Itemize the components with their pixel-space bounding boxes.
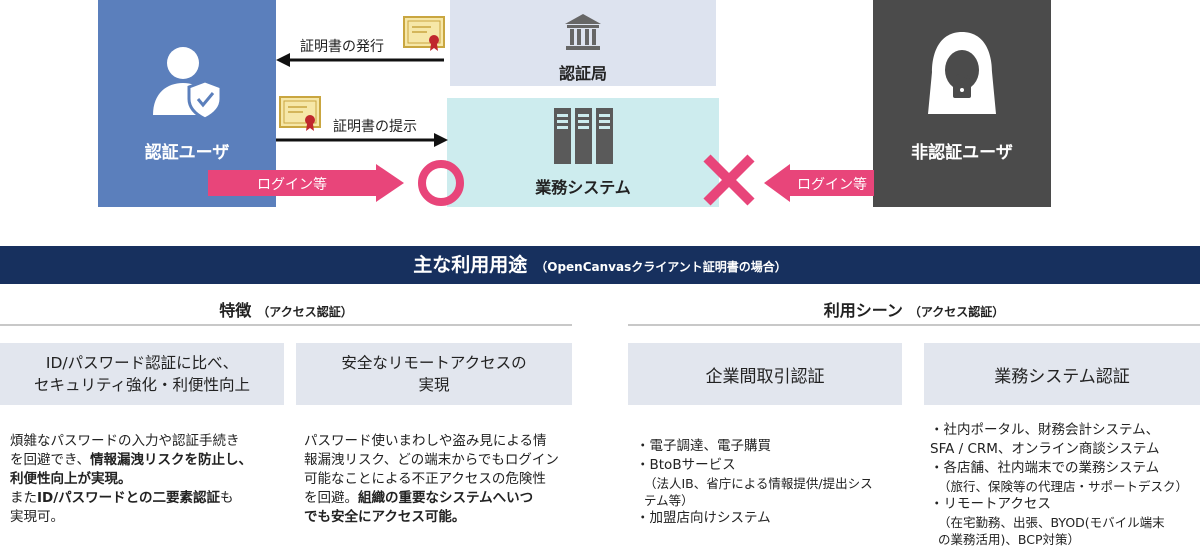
list-item: （旅行、保険等の代理店・サポートデスク）: [938, 479, 1189, 494]
issue-label: 証明書の発行: [300, 39, 384, 55]
desc-text: を回避でき、: [10, 452, 91, 468]
feature-2-line-1: 安全なリモートアクセスの: [341, 354, 527, 372]
list-item: ・加盟店向けシステム: [636, 510, 771, 526]
present-label: 証明書の提示: [333, 119, 417, 135]
certificate-icon: [403, 16, 445, 51]
feature-1-description: 煩雑なパスワードの入力や認証手続き を回避でき、情報漏洩リスクを防止し、 利便性…: [10, 432, 284, 527]
desc-line: 利便性向上が実現。: [10, 470, 284, 489]
scenes-title-text: 利用シーン: [823, 301, 903, 320]
certificate-icon: [279, 96, 321, 131]
scenes-subtitle: （アクセス認証）: [908, 305, 1005, 319]
feature-box-2: 安全なリモートアクセスの実現: [296, 343, 572, 405]
desc-text: を回避。: [304, 490, 358, 506]
hacker-icon: [928, 32, 996, 114]
desc-text: また: [10, 490, 37, 506]
allowed-circle-icon: [418, 160, 464, 206]
feature-box-1: ID/パスワード認証に比べ、セキュリティ強化・利便性向上: [0, 343, 284, 405]
banner-title: 主な利用用途: [413, 254, 528, 276]
desc-line: 煩雑なパスワードの入力や認証手続き: [10, 433, 240, 449]
desc-line: 実現可。: [10, 509, 64, 525]
building-icon: [565, 14, 601, 50]
usage-banner: 主な利用用途 （OpenCanvasクライアント証明書の場合）: [0, 246, 1200, 284]
desc-line: を回避。組織の重要なシステムへいつ: [304, 489, 572, 508]
feature-1-line-2: セキュリティ強化・利便性向上: [33, 376, 251, 394]
desc-line: でも安全にアクセス可能。: [304, 508, 572, 527]
list-item: ・社内ポータル、財務会計システム、: [930, 422, 1160, 438]
desc-line: を回避でき、情報漏洩リスクを防止し、: [10, 451, 284, 470]
login-right-label: ログイン等: [797, 177, 867, 193]
list-item: テム等）: [644, 493, 694, 508]
features-title-text: 特徴: [219, 301, 252, 320]
list-item: ・BtoBサービス: [636, 457, 736, 473]
server-icon: [554, 108, 613, 164]
ca-label: 認証局: [558, 64, 607, 83]
list-item: SFA / CRM、オンライン商談システム: [930, 441, 1160, 457]
business-system-label: 業務システム: [535, 178, 631, 197]
scenes-divider: [628, 324, 1200, 326]
desc-line: 可能なことによる不正アクセスの危険性: [304, 471, 546, 487]
denied-cross-icon: [703, 154, 755, 206]
login-arrow-right: [764, 164, 874, 202]
scene-2-list: ・社内ポータル、財務会計システム、 SFA / CRM、オンライン商談システム …: [930, 421, 1200, 548]
features-subtitle: （アクセス認証）: [257, 305, 353, 319]
scene-1-list: ・電子調達、電子購買 ・BtoBサービス （法人IB、省庁による情報提供/提出シ…: [636, 437, 902, 528]
login-left-label: ログイン等: [257, 177, 327, 193]
list-item: ・各店舗、社内端末での業務システム: [930, 460, 1160, 476]
unauth-user-label: 非認証ユーザ: [911, 143, 1013, 163]
features-divider: [0, 324, 572, 326]
list-item: の業務活用)、BCP対策）: [938, 532, 1080, 547]
feature-2-description: パスワード使いまわしや盗み見による情 報漏洩リスク、どの端末からでもログイン 可…: [304, 432, 572, 527]
desc-bold: 利便性向上が実現。: [10, 471, 132, 487]
desc-bold: でも安全にアクセス可能。: [304, 509, 466, 525]
login-arrow-left: [208, 164, 404, 202]
list-item: ・リモートアクセス: [930, 496, 1051, 512]
features-title: 特徴 （アクセス認証）: [0, 297, 572, 321]
banner-subtitle: （OpenCanvasクライアント証明書の場合）: [535, 260, 787, 274]
auth-user-label: 認証ユーザ: [144, 143, 230, 163]
desc-text: も: [220, 490, 234, 506]
scenes-title: 利用シーン （アクセス認証）: [628, 297, 1200, 321]
desc-line: パスワード使いまわしや盗み見による情: [304, 433, 547, 449]
desc-bold: 情報漏洩リスクを防止し、: [90, 452, 253, 468]
scene-box-1: 企業間取引認証: [628, 343, 902, 405]
desc-bold: ID/パスワードとの二要素認証: [37, 490, 221, 506]
desc-bold: 組織の重要なシステムへいつ: [358, 490, 534, 506]
feature-2-line-2: 実現: [418, 376, 450, 394]
desc-line: 報漏洩リスク、どの端末からでもログイン: [304, 452, 559, 468]
user-shield-icon: [153, 47, 223, 121]
scene-box-2: 業務システム認証: [924, 343, 1200, 405]
feature-1-line-1: ID/パスワード認証に比べ、: [45, 354, 239, 372]
issue-arrow: [276, 53, 444, 67]
list-item: ・電子調達、電子購買: [636, 438, 771, 454]
list-item: （法人IB、省庁による情報提供/提出シス: [644, 476, 873, 491]
list-item: （在宅勤務、出張、BYOD(モバイル端末: [938, 515, 1165, 530]
present-arrow: [276, 133, 448, 147]
desc-line: またID/パスワードとの二要素認証も: [10, 489, 284, 508]
